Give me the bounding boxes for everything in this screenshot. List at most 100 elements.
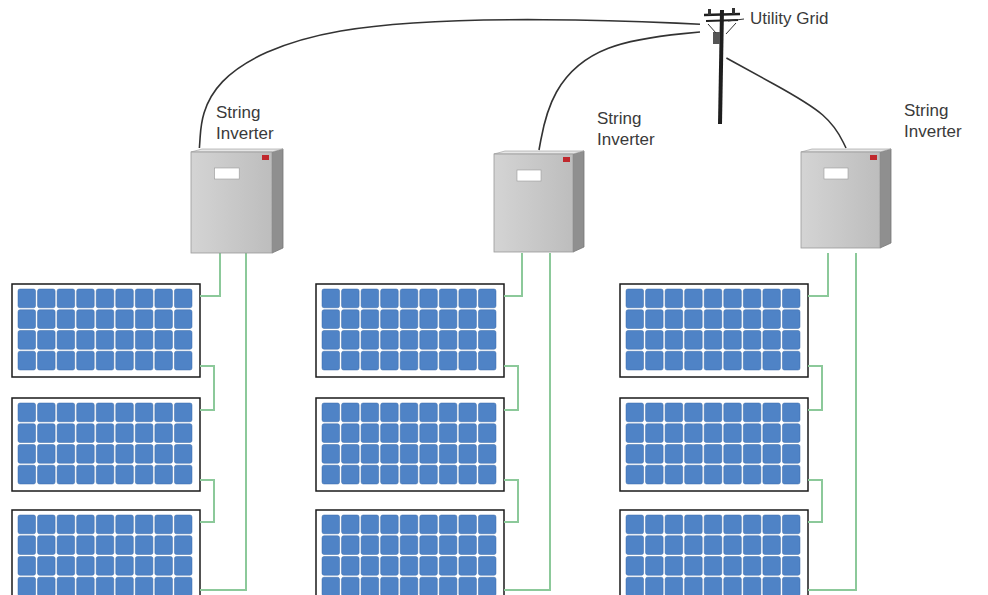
solar-cell — [665, 577, 683, 595]
solar-cell — [782, 331, 800, 350]
solar-cell — [116, 557, 134, 576]
solar-cell — [459, 289, 477, 308]
transformer — [713, 32, 720, 44]
solar-cell — [400, 515, 418, 534]
inverter-box — [190, 148, 284, 254]
solar-cell — [18, 445, 36, 464]
solar-cell — [459, 515, 477, 534]
solar-cell — [155, 577, 173, 595]
panel-frame — [12, 284, 200, 377]
solar-cell — [626, 310, 644, 329]
solar-cell — [626, 445, 644, 464]
solar-cell — [743, 289, 761, 308]
solar-cell — [18, 536, 36, 555]
panel-wiring — [504, 253, 550, 590]
solar-cell — [626, 536, 644, 555]
solar-cell — [361, 403, 379, 422]
solar-cell — [439, 351, 457, 370]
solar-cell — [400, 577, 418, 595]
solar-cell — [743, 465, 761, 484]
solar-panel — [12, 510, 200, 595]
solar-cell — [724, 331, 742, 350]
solar-cell — [646, 445, 664, 464]
label-text: String Inverter — [216, 102, 301, 144]
solar-cell — [361, 289, 379, 308]
solar-cell — [381, 445, 399, 464]
solar-cell — [459, 577, 477, 595]
solar-cell — [782, 289, 800, 308]
solar-cell — [77, 310, 95, 329]
solar-cell — [57, 310, 75, 329]
solar-cell — [174, 351, 192, 370]
solar-cell — [57, 331, 75, 350]
pole — [720, 10, 722, 124]
solar-panel — [12, 284, 200, 377]
solar-cell — [342, 557, 360, 576]
solar-cell — [135, 557, 153, 576]
solar-cell — [724, 445, 742, 464]
solar-cell — [400, 403, 418, 422]
inverter-label: String Inverter — [597, 108, 682, 150]
solar-cell — [478, 465, 496, 484]
solar-cell — [685, 577, 703, 595]
solar-cell — [342, 515, 360, 534]
solar-cell — [38, 351, 56, 370]
solar-cell — [439, 289, 457, 308]
solar-cell — [57, 289, 75, 308]
solar-cell — [646, 424, 664, 443]
solar-cell — [685, 403, 703, 422]
utility-grid: Utility Grid — [700, 6, 744, 58]
label-text: Utility Grid — [750, 8, 840, 29]
solar-cell — [459, 424, 477, 443]
solar-cell — [155, 403, 173, 422]
solar-cell — [646, 577, 664, 595]
solar-cell — [685, 536, 703, 555]
solar-cell — [155, 331, 173, 350]
solar-cell — [135, 536, 153, 555]
solar-cell — [96, 403, 114, 422]
solar-cell — [77, 424, 95, 443]
solar-cell — [763, 445, 781, 464]
solar-cell — [724, 557, 742, 576]
solar-cell — [77, 445, 95, 464]
dc-wire — [808, 253, 828, 296]
solar-cell — [381, 289, 399, 308]
solar-cell — [665, 424, 683, 443]
inverter-top — [191, 149, 283, 152]
solar-cell — [724, 351, 742, 370]
solar-cell — [420, 351, 438, 370]
solar-cell — [763, 351, 781, 370]
solar-cell — [322, 577, 340, 595]
solar-cell — [361, 577, 379, 595]
solar-cell — [782, 310, 800, 329]
solar-cell — [743, 351, 761, 370]
solar-cell — [763, 536, 781, 555]
solar-cell — [77, 289, 95, 308]
solar-cell — [478, 557, 496, 576]
solar-cell — [439, 331, 457, 350]
solar-cell — [782, 515, 800, 534]
solar-cell — [439, 403, 457, 422]
panel-frame — [620, 398, 808, 491]
solar-cell — [342, 331, 360, 350]
solar-cell — [38, 445, 56, 464]
solar-cell — [77, 557, 95, 576]
panel-frame — [620, 284, 808, 377]
solar-cell — [626, 465, 644, 484]
dc-wire — [808, 253, 856, 590]
solar-cell — [724, 403, 742, 422]
solar-cell — [174, 557, 192, 576]
solar-cell — [704, 465, 722, 484]
solar-cell — [18, 351, 36, 370]
solar-cell — [743, 331, 761, 350]
solar-cell — [743, 577, 761, 595]
solar-cell — [18, 424, 36, 443]
solar-cell — [155, 310, 173, 329]
solar-cell — [135, 515, 153, 534]
insulator — [732, 8, 735, 14]
solar-cell — [361, 424, 379, 443]
solar-cell — [478, 577, 496, 595]
solar-cell — [459, 331, 477, 350]
